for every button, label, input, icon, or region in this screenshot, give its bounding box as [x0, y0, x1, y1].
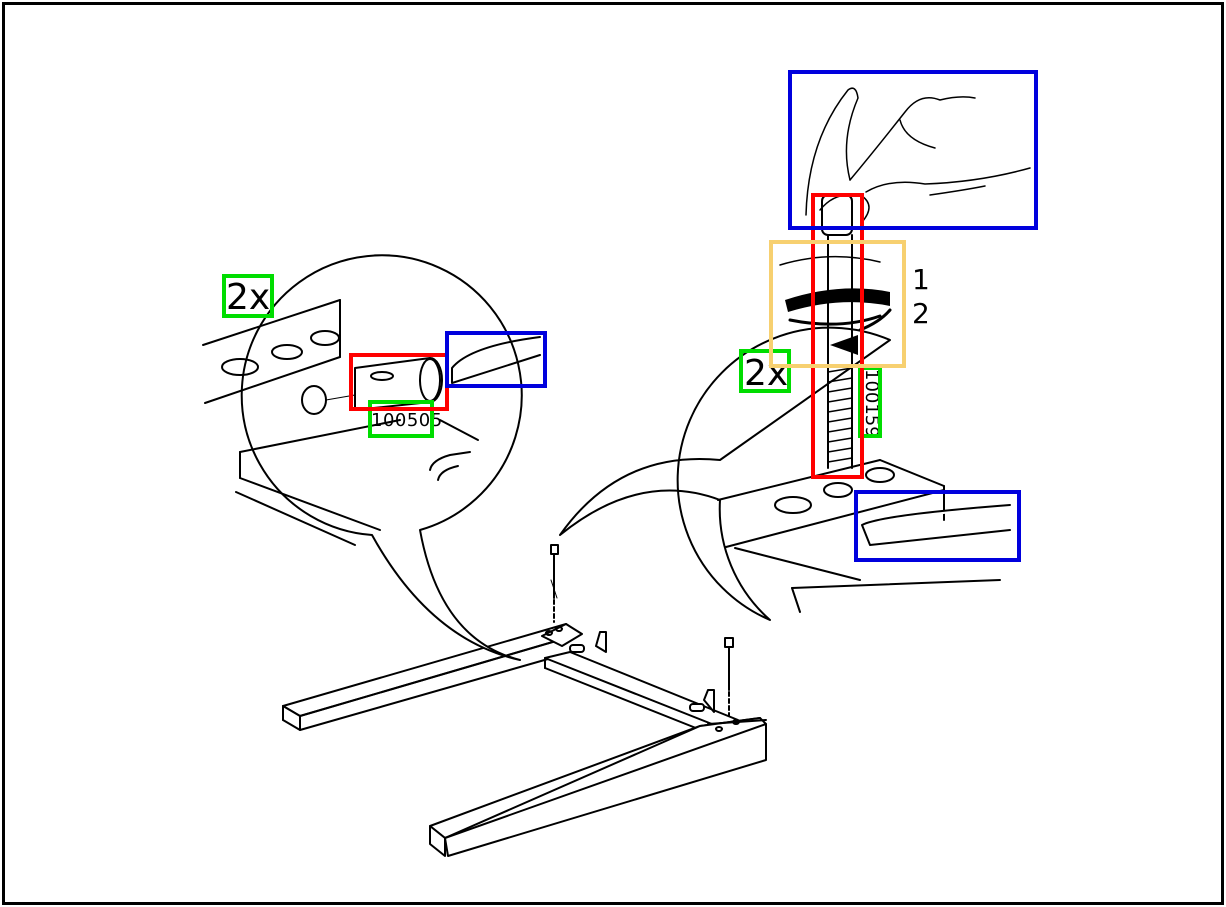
detail-bubble-right: [559, 194, 1011, 621]
chair-base-frame: [282, 544, 767, 857]
step-number-one: 1: [912, 263, 930, 296]
quantity-label-left: 2x: [226, 277, 271, 318]
part-number-right: 100159: [861, 369, 882, 438]
step-number-two: 2: [912, 297, 930, 330]
part-number-left: 100505: [371, 410, 443, 431]
quantity-label-right: 2x: [744, 353, 789, 394]
detail-bubble-left: [202, 254, 541, 661]
hand-drawing: [805, 87, 1031, 223]
